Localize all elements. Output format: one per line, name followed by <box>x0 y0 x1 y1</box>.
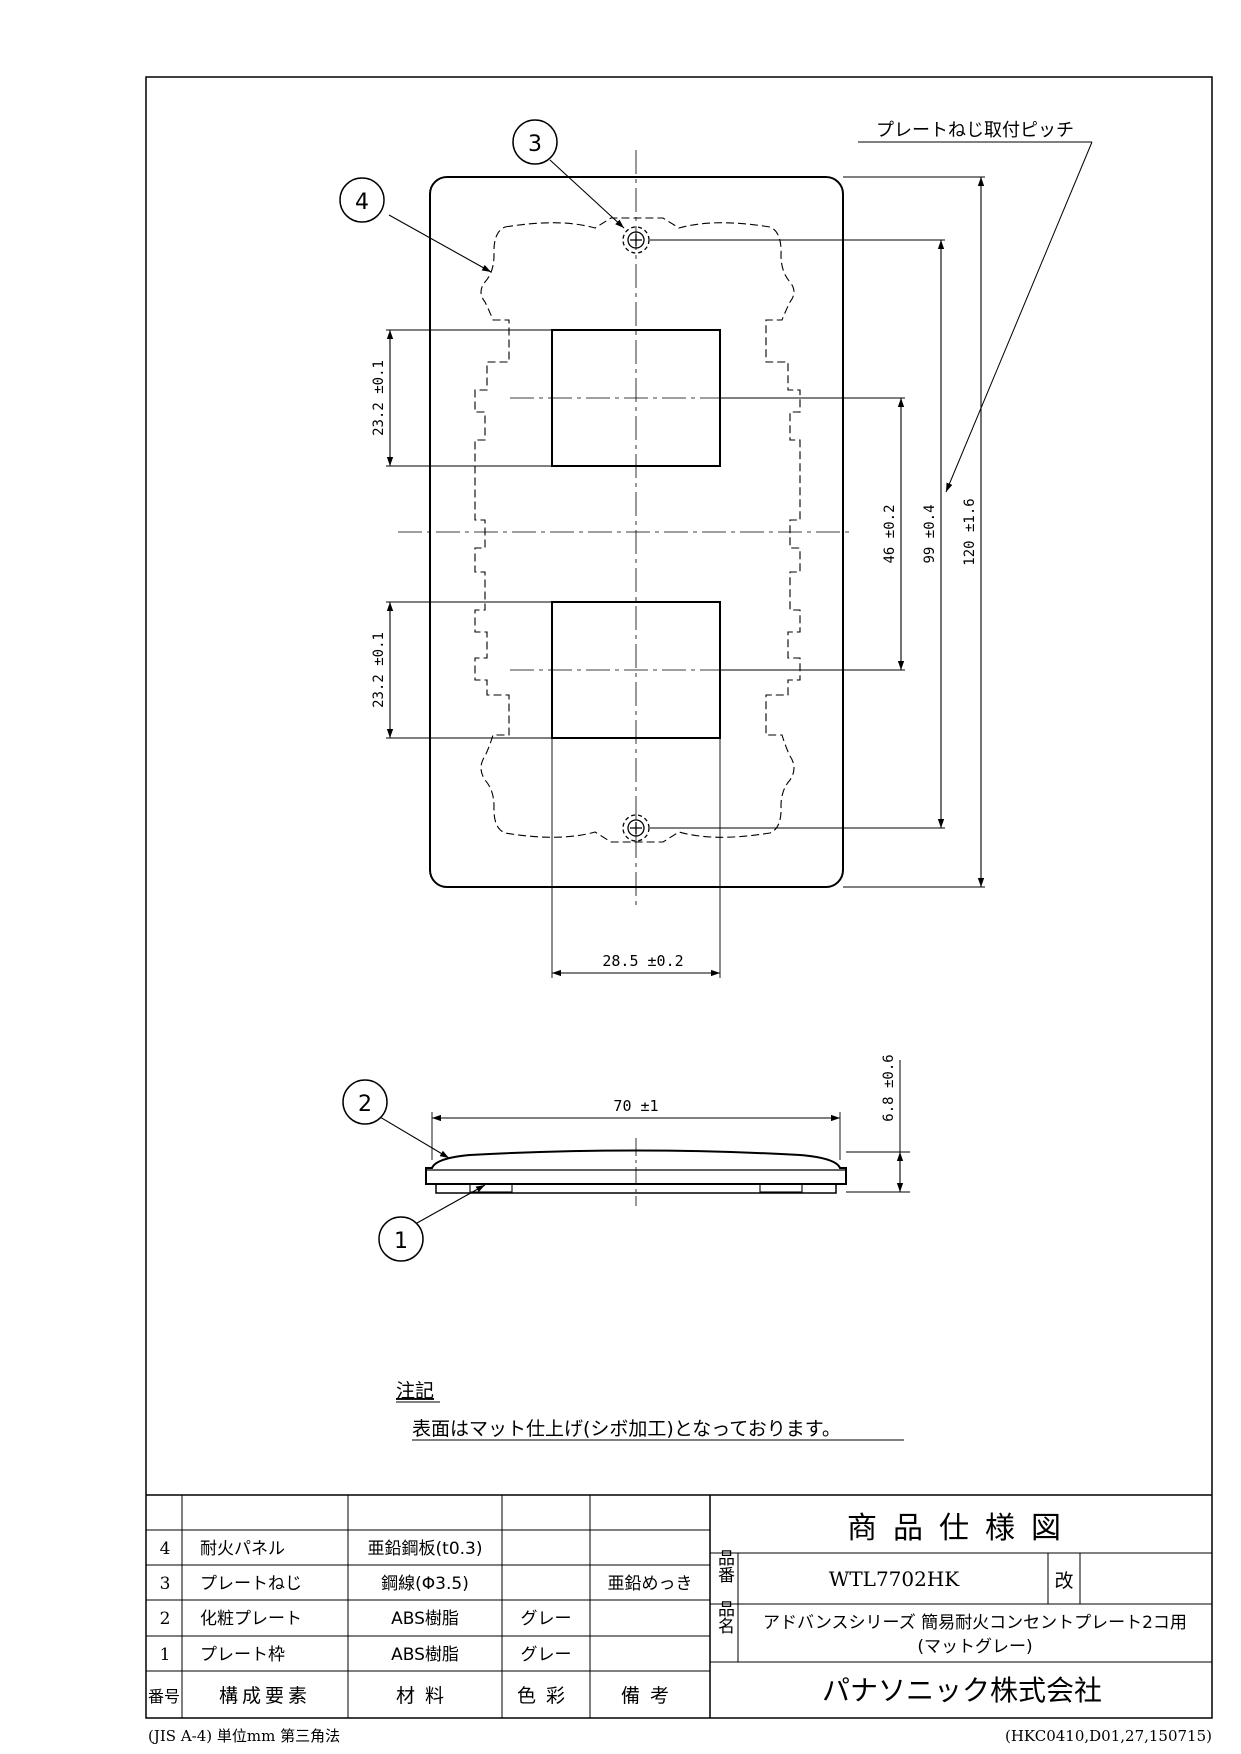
svg-text:3: 3 <box>160 1574 171 1594</box>
company-name: パナソニック株式会社 <box>822 1674 1102 1707</box>
opening-width-label: 28.5 ±0.2 <box>602 952 683 970</box>
drawing-border <box>145 76 1213 1719</box>
drawing-title: 商品仕様図 <box>847 1511 1077 1546</box>
notes-heading: 注記 <box>396 1380 434 1402</box>
callout-1-label: 1 <box>394 1229 408 1254</box>
svg-text:番号: 番号 <box>148 1687 180 1706</box>
callout-2-label: 2 <box>358 1092 372 1117</box>
svg-text:プレートねじ: プレートねじ <box>200 1574 302 1594</box>
fire-panel-outline <box>474 217 801 843</box>
svg-text:亜鉛鋼板(t0.3): 亜鉛鋼板(t0.3) <box>368 1539 483 1559</box>
part-no: WTL7702HK <box>829 1567 961 1591</box>
svg-text:グレー: グレー <box>521 1645 572 1665</box>
part-no-label: 品番 <box>714 1549 735 1583</box>
svg-text:4: 4 <box>160 1539 171 1559</box>
parts-table <box>146 1494 1212 1718</box>
decor-plate-profile <box>425 1149 847 1185</box>
notes-text: 表面はマット仕上げ(シボ加工)となっております。 <box>412 1418 841 1440</box>
callout-1: 1 <box>378 1216 424 1262</box>
callout-4-label: 4 <box>355 190 369 215</box>
title-block: 商品仕様図 品番 WTL7702HK 改 品名 アドバンスシリーズ 簡易耐火コン… <box>714 1511 1187 1707</box>
revision-label: 改 <box>1054 1570 1073 1592</box>
svg-text:2: 2 <box>160 1609 171 1629</box>
dimension-texts: プレートねじ取付ピッチ 23.2 ±0.1 23.2 ±0.1 46 ±0.2 … <box>371 120 1074 1122</box>
svg-text:材料: 材料 <box>396 1685 454 1707</box>
callout-3: 3 <box>512 119 558 165</box>
table-header: 番号 構成要素 材料 色彩 備考 <box>148 1685 679 1707</box>
product-name-line1: アドバンスシリーズ 簡易耐火コンセントプレート2コ用 <box>763 1613 1187 1633</box>
svg-text:1: 1 <box>160 1645 171 1665</box>
svg-text:プレート枠: プレート枠 <box>200 1645 285 1665</box>
product-name-label: 品名 <box>714 1600 735 1634</box>
table-row: 4 耐火パネル 亜鉛鋼板(t0.3) <box>160 1539 483 1559</box>
table-row: 2 化粧プレート ABS樹脂 グレー <box>160 1609 572 1629</box>
callout-2: 2 <box>342 1079 388 1125</box>
svg-text:耐火パネル: 耐火パネル <box>200 1539 285 1559</box>
callout-3-label: 3 <box>528 132 542 157</box>
plate-width-label: 70 ±1 <box>613 1097 658 1115</box>
notes: 注記 表面はマット仕上げ(シボ加工)となっております。 <box>396 1380 904 1441</box>
table-row: 1 プレート枠 ABS樹脂 グレー <box>160 1645 572 1665</box>
parts-table-rows: 4 耐火パネル 亜鉛鋼板(t0.3) 3 プレートねじ 鋼線(Φ3.5) 亜鉛め… <box>148 1539 693 1707</box>
screw-pitch-dim-label: 99 ±0.4 <box>922 504 938 563</box>
svg-text:グレー: グレー <box>521 1609 572 1629</box>
footer-right: (HKC0410,D01,27,150715) <box>1005 1727 1212 1745</box>
callout-leaders <box>379 159 625 1224</box>
callout-4: 4 <box>339 177 385 223</box>
svg-text:備考: 備考 <box>621 1685 679 1707</box>
plate-height-label: 120 ±1.6 <box>962 498 978 565</box>
extension-lines <box>386 176 985 978</box>
side-view <box>425 1060 910 1206</box>
svg-text:ABS樹脂: ABS樹脂 <box>391 1645 459 1665</box>
opening-height-bottom-label: 23.2 ±0.1 <box>371 632 387 708</box>
product-name-line2: (マットグレー) <box>917 1637 1032 1657</box>
svg-text:ABS樹脂: ABS樹脂 <box>391 1609 459 1629</box>
screw-pitch-arrow <box>945 141 1093 493</box>
screw-pitch-label: プレートねじ取付ピッチ <box>876 120 1074 141</box>
opening-pitch-label: 46 ±0.2 <box>882 504 898 563</box>
svg-text:化粧プレート: 化粧プレート <box>200 1609 302 1629</box>
center-lines <box>398 150 852 905</box>
svg-text:色彩: 色彩 <box>517 1685 575 1707</box>
svg-text:構成要素: 構成要素 <box>219 1685 311 1707</box>
footer-left: (JIS A-4) 単位mm 第三角法 <box>148 1727 340 1745</box>
dimension-lines <box>386 177 985 977</box>
svg-text:鋼線(Φ3.5): 鋼線(Φ3.5) <box>381 1574 469 1594</box>
opening-height-top-label: 23.2 ±0.1 <box>371 360 387 436</box>
table-row: 3 プレートねじ 鋼線(Φ3.5) 亜鉛めっき <box>160 1574 693 1594</box>
plate-thickness-label: 6.8 ±0.6 <box>881 1054 897 1121</box>
svg-text:亜鉛めっき: 亜鉛めっき <box>608 1574 693 1594</box>
front-view <box>386 141 1093 978</box>
